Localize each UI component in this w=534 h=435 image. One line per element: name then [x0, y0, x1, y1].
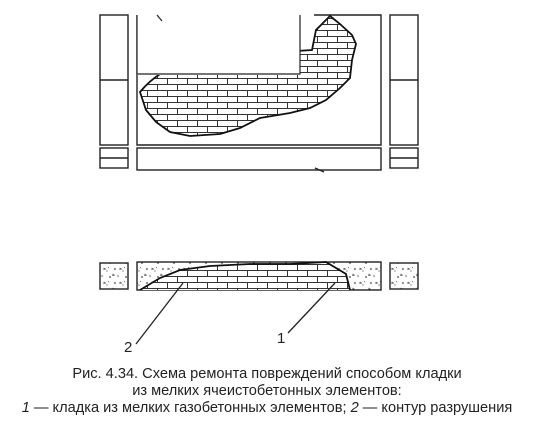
opening-break-mark: [156, 14, 163, 22]
figure-caption: Рис. 4.34. Схема ремонта повреждений спо…: [0, 366, 534, 417]
bottom-left-block: [99, 262, 129, 290]
label-1: 1: [277, 330, 285, 347]
bottom-damage-contour: [139, 261, 351, 291]
caption-line-1: Рис. 4.34. Схема ремонта повреждений спо…: [72, 366, 462, 382]
top-elevation: [99, 14, 419, 146]
opening-edge: [136, 15, 301, 75]
caption-line-2: из мелких ячеистобетонных элементов:: [132, 383, 402, 399]
caption-text-1: — кладка из мелких газобетонных элементо…: [29, 400, 351, 416]
caption-line-3: 1 — кладка из мелких газобетонных элемен…: [0, 400, 534, 417]
leader-2: [135, 282, 184, 345]
middle-strip: [99, 147, 419, 173]
leader-1: [287, 282, 336, 334]
repair-diagram: 2 1: [99, 14, 419, 356]
caption-num-1: 1: [21, 400, 30, 416]
wall-panel: [136, 14, 382, 146]
bottom-section: [99, 261, 419, 291]
window-opening: [137, 15, 300, 75]
caption-text-2: — контур разрушения: [358, 400, 513, 416]
mid-main-block: [136, 147, 382, 171]
label-2: 2: [124, 339, 132, 356]
caption-num-2: 2: [350, 400, 359, 416]
bottom-right-block: [389, 262, 419, 290]
